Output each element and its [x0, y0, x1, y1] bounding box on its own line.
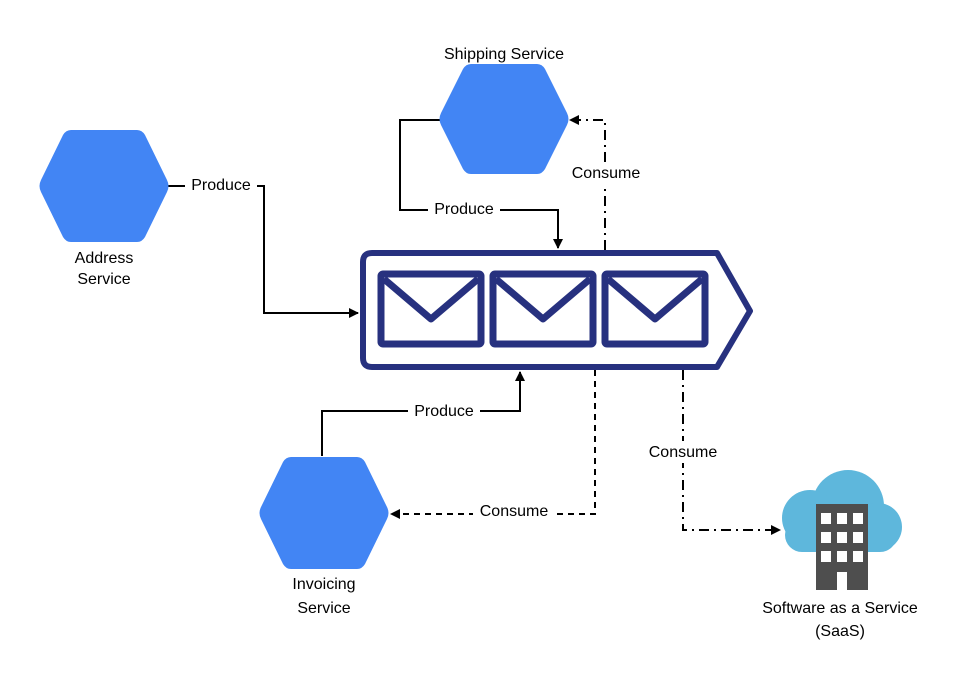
saas-node: Software as a Service (SaaS)	[762, 470, 918, 640]
edge-label-address-produce: Produce	[191, 177, 251, 194]
message-queue-icon	[360, 250, 753, 370]
edge-label-shipping-produce: Produce	[434, 201, 494, 218]
edge-label-invoicing-consume: Consume	[480, 503, 549, 520]
saas-label-line1: Software as a Service	[762, 600, 918, 617]
hexagon-icon	[439, 64, 569, 174]
edge-label-shipping-consume: Consume	[572, 165, 641, 182]
envelope-icon	[377, 270, 485, 348]
cloud-building-icon	[782, 470, 902, 590]
address-service-label-line1: Address	[75, 250, 134, 267]
envelope-icon	[489, 270, 597, 348]
envelope-icon	[601, 270, 709, 348]
address-service-node: Address Service	[39, 130, 169, 288]
shipping-service-node: Shipping Service	[439, 46, 569, 174]
hexagon-icon	[259, 457, 389, 569]
edge-shipping-consume: Consume	[565, 115, 647, 250]
edge-invoicing-produce: Produce	[321, 371, 525, 456]
edge-invoicing-consume: Consume	[390, 370, 596, 522]
saas-label-line2: (SaaS)	[815, 623, 865, 640]
address-service-label-line2: Service	[77, 271, 130, 288]
building-icon	[816, 504, 868, 590]
hexagon-icon	[39, 130, 169, 242]
edge-label-saas-consume: Consume	[649, 444, 718, 461]
invoicing-service-label-line2: Service	[297, 600, 350, 617]
shipping-service-label: Shipping Service	[444, 46, 564, 63]
invoicing-service-label-line1: Invoicing	[292, 576, 355, 593]
edge-address-produce: Produce	[168, 175, 359, 318]
edge-label-invoicing-produce: Produce	[414, 403, 474, 420]
edge-saas-consume: Consume	[641, 370, 781, 535]
edge-shipping-produce: Produce	[399, 119, 563, 249]
invoicing-service-node: Invoicing Service	[259, 457, 389, 617]
